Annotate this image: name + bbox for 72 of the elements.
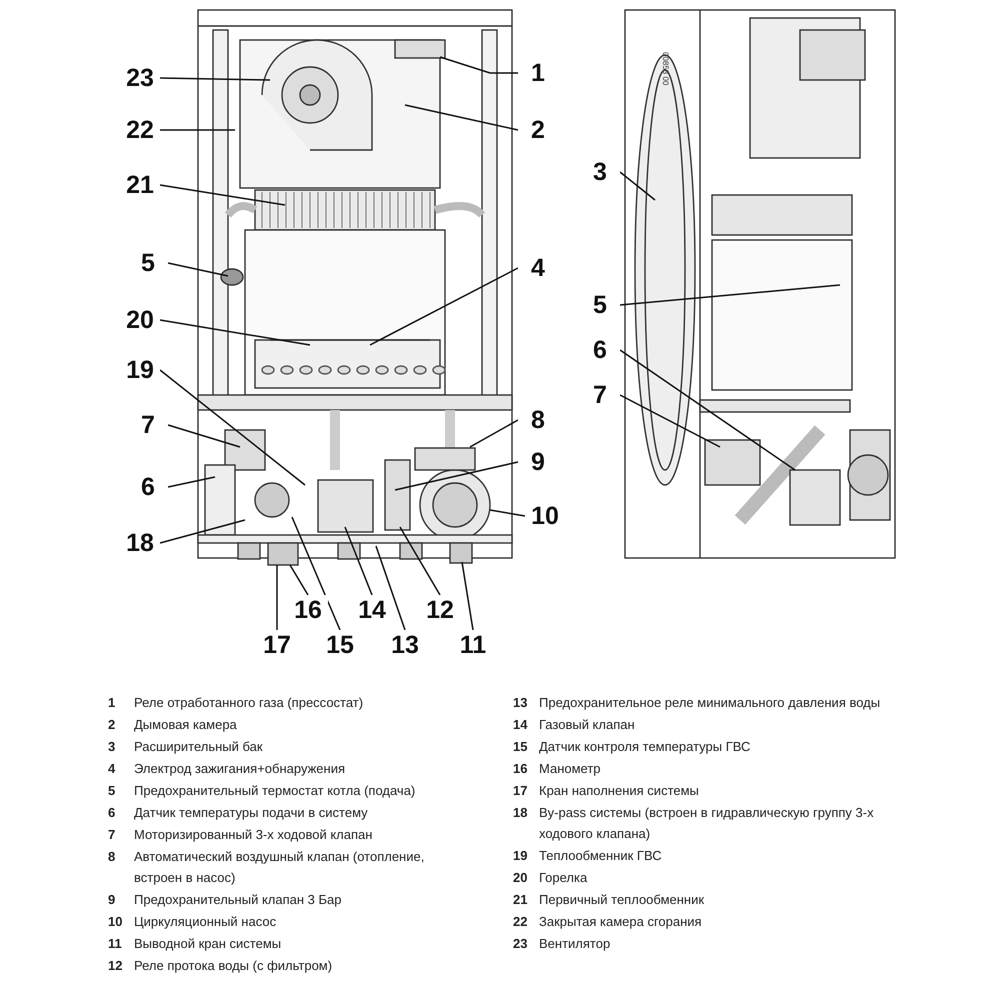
legend-number: 9: [108, 891, 116, 909]
legend-description: Дымовая камера: [134, 716, 238, 734]
legend-description: By-pass системы (встроен в гидравлическую группу 3-х ходового клапана): [539, 804, 875, 843]
legend-number: 22: [513, 913, 528, 931]
leader-line: [461, 562, 474, 630]
leader-line: [276, 565, 278, 630]
leader-line: [470, 419, 518, 448]
legend-description: Выводной кран системы: [134, 935, 282, 953]
legend-number: 13: [513, 694, 528, 712]
legend-number: 10: [108, 913, 124, 931]
legend-number: 20: [513, 869, 528, 887]
legend-number: 2: [108, 716, 116, 734]
legend-number: 19: [513, 847, 528, 865]
legend-number: 17: [513, 782, 528, 800]
legend-description: Манометр: [539, 760, 602, 778]
legend-number: 23: [513, 935, 528, 953]
legend-number: 16: [513, 760, 528, 778]
leader-line: [168, 476, 216, 488]
legend-description: Предохранительное реле минимального давления воды: [539, 694, 882, 712]
legend-description: Автоматический воздушный клапан (отопление, встроен в насос): [134, 848, 426, 887]
legend-description: Моторизированный 3-х ходовой клапан: [134, 826, 374, 844]
legend-number: 6: [108, 804, 116, 822]
legend-description: Закрытая камера сгорания: [539, 913, 703, 931]
legend-number: 7: [108, 826, 116, 844]
leader-line: [160, 519, 246, 544]
legend-description: Датчик контроля температуры ГВС: [539, 738, 752, 756]
leader-line: [344, 526, 373, 596]
legend-number: 18: [513, 804, 528, 822]
legend-description: Вентилятор: [539, 935, 612, 953]
legend-description: Датчик температуры подачи в систему: [134, 804, 369, 822]
leader-line: [404, 104, 518, 131]
legend-number: 4: [108, 760, 116, 778]
leader-line: [289, 564, 309, 596]
leader-line: [160, 319, 310, 346]
leader-line: [168, 424, 240, 448]
leader-line: [440, 56, 518, 74]
legend-description: Предохранительный клапан 3 Бар: [134, 891, 342, 909]
legend-description: Циркуляционный насос: [134, 913, 278, 931]
leader-line: [291, 516, 341, 630]
legend-number: 12: [108, 957, 124, 975]
legend-number: 14: [513, 716, 528, 734]
leader-line: [620, 171, 656, 201]
legend-description: Предохранительный термостат котла (подача): [134, 782, 416, 800]
legend-description: Электрод зажигания+обнаружения: [134, 760, 346, 778]
leader-line: [620, 394, 720, 448]
leader-line: [394, 461, 518, 491]
leader-line: [620, 349, 796, 471]
legend-description: Реле протока воды (с фильтром): [134, 957, 334, 975]
leader-line: [370, 267, 518, 346]
leader-line: [168, 262, 228, 277]
leader-line: [160, 184, 286, 206]
legend-description: Расширительный бак: [134, 738, 264, 756]
legend-description: Теплообменник ГВС: [539, 847, 663, 865]
legend-number: 11: [108, 935, 123, 953]
legend-number: 21: [513, 891, 528, 909]
legend-number: 1: [108, 694, 116, 712]
leader-line: [160, 369, 306, 486]
leader-line: [490, 509, 526, 517]
legend-number: 5: [108, 782, 116, 800]
leader-line: [160, 129, 235, 131]
legend-number: 3: [108, 738, 116, 756]
leader-line: [160, 77, 270, 81]
legend-description: Реле отработанного газа (прессостат): [134, 694, 364, 712]
legend-description: Газовый клапан: [539, 716, 636, 734]
leader-line: [375, 546, 406, 630]
leader-line: [399, 526, 441, 596]
legend-description: Первичный теплообменник: [539, 891, 706, 909]
legend-description: Горелка: [539, 869, 588, 887]
legend-description: Кран наполнения системы: [539, 782, 700, 800]
leader-line: [620, 284, 840, 306]
legend-number: 15: [513, 738, 528, 756]
legend-number: 8: [108, 848, 116, 866]
